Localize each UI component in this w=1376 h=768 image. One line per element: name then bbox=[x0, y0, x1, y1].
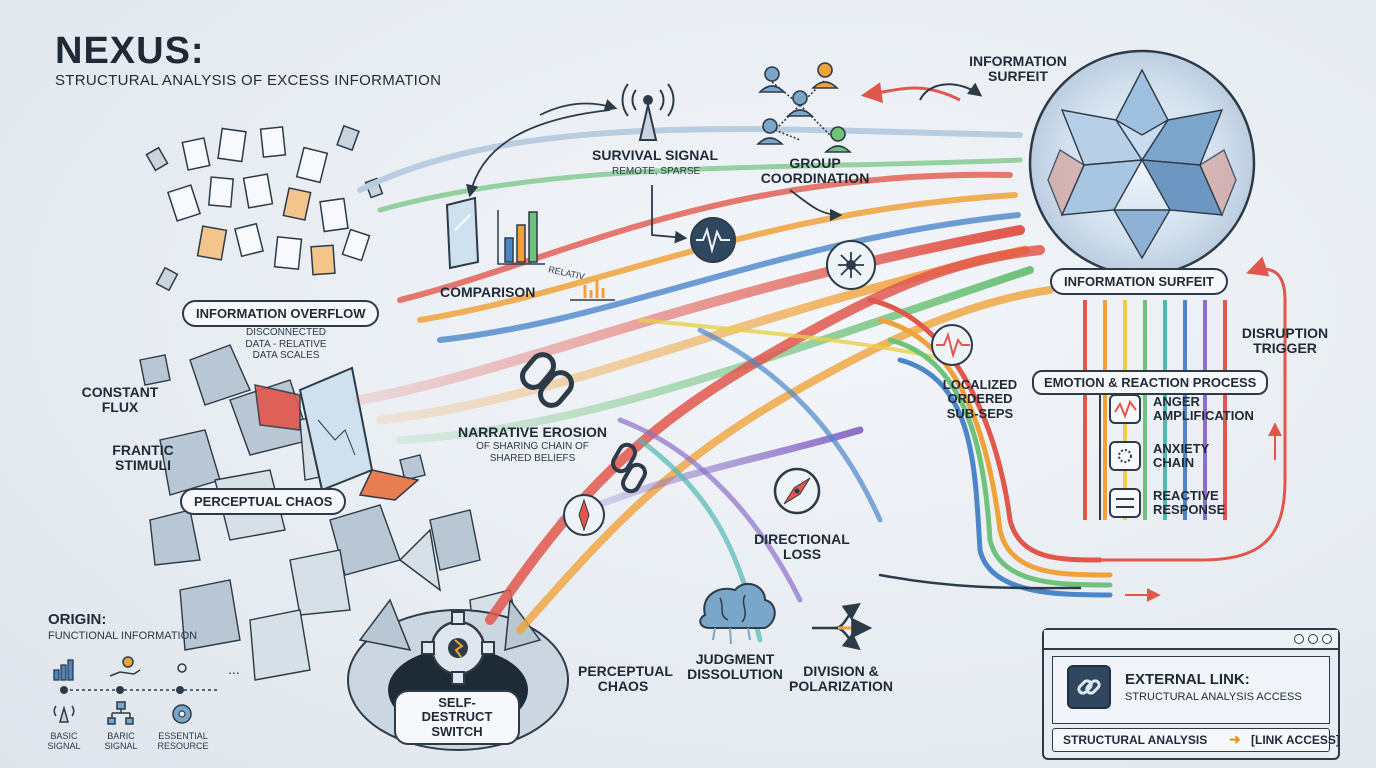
window-dot-icon[interactable] bbox=[1322, 634, 1332, 644]
disruption-trigger-label: DISRUPTION TRIGGER bbox=[1241, 325, 1329, 357]
hand-coin-icon bbox=[109, 656, 141, 677]
external-link-panel: EXTERNAL LINK: STRUCTURAL ANALYSIS ACCES… bbox=[1042, 628, 1340, 760]
bar-chart-icon bbox=[53, 659, 74, 681]
external-link-subtitle: STRUCTURAL ANALYSIS ACCESS bbox=[1125, 691, 1302, 703]
origin-title: ORIGIN: bbox=[48, 611, 107, 628]
surfeit-ring-arrow bbox=[919, 82, 983, 101]
bar-chart-icon bbox=[497, 210, 545, 265]
survival-signal-sub: REMOTE, SPARSE bbox=[612, 166, 701, 177]
flow-ribbons bbox=[355, 126, 1054, 643]
directional-compass-icon bbox=[773, 467, 821, 515]
access-bar-left-text: STRUCTURAL ANALYSIS bbox=[1063, 733, 1208, 747]
narrative-erosion-sub: OF SHARING CHAIN OF SHARED BELIEFS bbox=[476, 441, 589, 464]
origin-subtitle: FUNCTIONAL INFORMATION bbox=[48, 630, 198, 642]
brain-icon bbox=[699, 582, 776, 645]
comparison-arrow-top bbox=[539, 99, 618, 116]
perceptual-chaos-lower-label: PERCEPTUAL CHAOS bbox=[578, 663, 673, 695]
window-dot-icon[interactable] bbox=[1294, 634, 1304, 644]
self-destruct-switch-pill: SELF-DESTRUCT SWITCH bbox=[394, 690, 520, 745]
arrow-right-icon: ➜ bbox=[1229, 731, 1241, 747]
information-surfeit-top-label: INFORMATION SURFEIT bbox=[969, 53, 1067, 85]
anxiety-chain-label: ANXIETY CHAIN bbox=[1153, 441, 1210, 471]
comparison-label: COMPARISON bbox=[440, 284, 536, 300]
origin-item-baric-signal: BARIC SIGNAL bbox=[104, 731, 138, 752]
frantic-stimuli-label: FRANTIC STIMULI bbox=[112, 442, 174, 474]
survival-signal-label: SURVIVAL SIGNAL bbox=[592, 147, 719, 163]
crystal-icon bbox=[1028, 49, 1256, 277]
emotion-bracket bbox=[1099, 394, 1141, 520]
relative-bar-strip bbox=[570, 280, 615, 301]
emotion-process-pill: EMOTION & REACTION PROCESS bbox=[1032, 370, 1269, 395]
feedback-ribbons bbox=[867, 256, 1287, 598]
constant-flux-label: CONSTANT FLUX bbox=[81, 384, 159, 416]
broken-chain-icon bbox=[611, 442, 647, 494]
information-overflow-pill: INFORMATION OVERFLOW bbox=[182, 300, 380, 327]
cracked-mirror bbox=[254, 366, 420, 501]
perceptual-chaos-pill: PERCEPTUAL CHAOS bbox=[180, 488, 347, 515]
survival-to-waveform-arrow bbox=[651, 185, 688, 244]
link-access-bar[interactable]: STRUCTURAL ANALYSIS ➜ [LINK ACCESS] bbox=[1052, 728, 1340, 752]
comparison-arrow bbox=[466, 109, 611, 198]
group-coordination-label: GROUP COORDINATION bbox=[760, 155, 870, 187]
compass-icon bbox=[563, 494, 605, 536]
external-link-card[interactable]: EXTERNAL LINK: STRUCTURAL ANALYSIS ACCES… bbox=[1052, 656, 1330, 724]
antenna-small-icon bbox=[53, 705, 75, 723]
narrative-erosion-label: NARRATIVE EROSION bbox=[457, 424, 608, 440]
judgment-dissolution-label: JUDGMENT DISSOLUTION bbox=[687, 651, 783, 683]
directional-loss-label: DIRECTIONAL LOSS bbox=[754, 531, 850, 563]
origin-item-basic-signal: BASIC SIGNAL bbox=[47, 731, 81, 752]
ellipsis: ... bbox=[228, 661, 240, 677]
localized-ordered-label: LOCALIZED ORDERED SUB-SEPS bbox=[942, 377, 1018, 421]
gear-icon bbox=[421, 611, 495, 685]
comparison-mirror bbox=[445, 196, 480, 270]
pulse-icon bbox=[931, 324, 973, 366]
panel-title-bar bbox=[1044, 630, 1338, 650]
link-access-button[interactable]: [LINK ACCESS] bbox=[1251, 733, 1340, 747]
people-network-icon bbox=[756, 62, 852, 153]
hierarchy-icon bbox=[107, 701, 134, 725]
reactive-response-label: REACTIVE RESPONSE bbox=[1153, 488, 1226, 518]
split-arrows-icon bbox=[812, 602, 873, 651]
link-icon[interactable] bbox=[1067, 665, 1111, 709]
anger-amplification-label: ANGER AMPLIFICATION bbox=[1153, 394, 1254, 424]
window-dot-icon[interactable] bbox=[1308, 634, 1318, 644]
information-overflow-sub: DISCONNECTED DATA - RELATIVE DATA SCALES bbox=[245, 327, 327, 361]
external-link-title: EXTERNAL LINK: bbox=[1125, 671, 1250, 688]
surfeit-vertical-arrows bbox=[1083, 300, 1227, 520]
gear-small-icon bbox=[172, 704, 192, 724]
information-surfeit-pill: INFORMATION SURFEIT bbox=[1050, 268, 1228, 295]
page-title: NEXUS: bbox=[55, 30, 205, 72]
surfeit-return-arrow bbox=[860, 82, 961, 104]
waveform-icon bbox=[690, 217, 736, 263]
chain-link-icon bbox=[520, 352, 574, 408]
division-polarization-label: DIVISION & POLARIZATION bbox=[789, 663, 893, 695]
origin-item-essential-resource: ESSENTIAL RESOURCE bbox=[157, 731, 209, 752]
antenna-icon bbox=[621, 83, 675, 141]
document-cloud bbox=[145, 124, 384, 292]
group-arrow bbox=[789, 189, 843, 222]
origin-timeline: ... bbox=[60, 661, 240, 694]
page-subtitle: STRUCTURAL ANALYSIS OF EXCESS INFORMATIO… bbox=[55, 72, 442, 89]
router-icon bbox=[826, 240, 876, 290]
